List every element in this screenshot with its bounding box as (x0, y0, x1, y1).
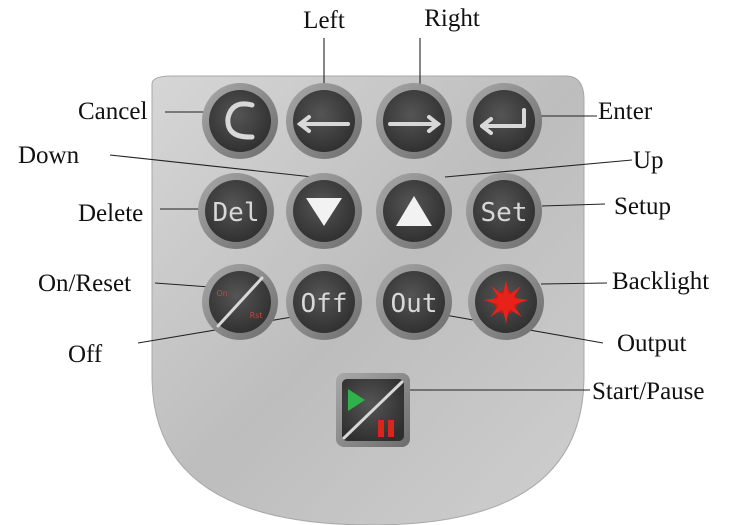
enter-key[interactable] (466, 83, 542, 159)
left-arrow-key[interactable] (286, 83, 362, 159)
off-key[interactable]: Off (286, 264, 362, 340)
play-pause-icon (342, 380, 404, 440)
callout-delete: Delete (78, 200, 143, 227)
enter-return-icon (480, 108, 526, 135)
on-reset-key[interactable]: On Rst (202, 264, 278, 340)
pause-bar-left-icon (378, 420, 384, 437)
on-reset-key-small-bottom: Rst (250, 311, 263, 320)
callout-line-setup (541, 203, 606, 207)
callout-labels: Left Right Cancel Enter Down Up Delete S… (18, 5, 709, 405)
cancel-key[interactable] (202, 83, 278, 159)
callout-output: Output (617, 330, 687, 357)
callout-left: Left (303, 7, 345, 34)
pause-bar-right-icon (388, 420, 394, 437)
callout-enter: Enter (598, 98, 653, 125)
delete-key-label: Del (213, 198, 260, 228)
setup-key[interactable]: Set (466, 173, 542, 249)
callout-cancel: Cancel (78, 98, 147, 125)
on-reset-key-small-top: On (216, 289, 227, 298)
callout-up: Up (633, 147, 664, 174)
start-pause-key[interactable] (336, 373, 410, 447)
right-arrow-key[interactable] (376, 83, 452, 159)
callout-on-reset: On/Reset (38, 270, 131, 297)
callout-backlight: Backlight (612, 268, 709, 295)
delete-key[interactable]: Del (198, 173, 274, 249)
backlight-key[interactable] (468, 264, 544, 340)
setup-key-label: Set (481, 198, 528, 228)
arrow-left-icon (296, 115, 350, 133)
callout-line-up (444, 159, 633, 178)
callout-setup: Setup (614, 193, 671, 220)
arrow-right-icon (388, 115, 442, 133)
callout-line-backlight (540, 282, 608, 285)
triangle-up-icon (396, 196, 432, 226)
up-arrow-key[interactable] (376, 173, 452, 249)
starburst-icon (484, 280, 528, 324)
off-key-label: Off (301, 289, 348, 319)
down-arrow-key[interactable] (286, 173, 362, 249)
callout-line-down (109, 154, 323, 179)
play-triangle-icon (348, 389, 365, 411)
callout-off: Off (68, 341, 103, 368)
callout-down: Down (18, 142, 80, 169)
diagonal-divider-icon (216, 276, 264, 328)
callout-start-pause: Start/Pause (592, 378, 705, 405)
output-key-label: Out (391, 289, 438, 319)
output-key[interactable]: Out (376, 264, 452, 340)
c-shaped-cancel-icon (225, 101, 255, 140)
triangle-down-icon (306, 198, 342, 226)
callout-line-on-reset (154, 282, 211, 288)
callout-right: Right (424, 5, 480, 32)
